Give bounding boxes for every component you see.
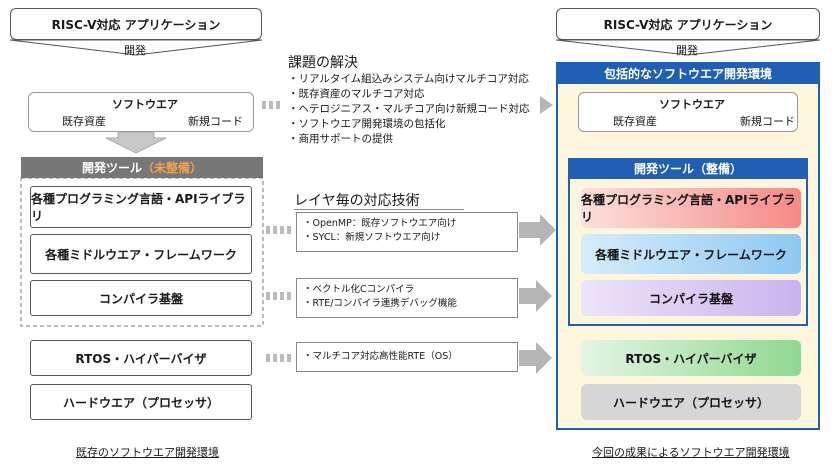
right-layer-lang: 各種プログラミング言語・APIライブラリ [581,188,801,228]
right-layer-middleware: 各種ミドルウエア・フレームワーク [581,234,801,274]
left-tools-header-status: （未整備） [142,161,203,175]
solutions-arrow [262,96,553,114]
left-layer-lang-label: 各種プログラミング言語・APIライブラリ [31,192,246,223]
left-layer-compiler: コンパイラ基盤 [30,280,252,316]
solution-item: ・ヘテロジニアス・マルチコア向け新規コード対応 [288,103,530,115]
right-env-header: 包括的なソフトウエア開発環境 [556,62,820,84]
layer-arrow-2 [266,280,552,312]
layer-tech-title: レイヤ毎の対応技術 [294,193,420,209]
right-app-title: RISC-V対応 アプリケーション [603,17,773,32]
left-dev-triangle [9,39,263,56]
callout-line: ・マルチコア対応高性能RTE（OS） [303,351,458,362]
right-rtos: RTOS・ハイパーバイザ [581,340,801,376]
left-new-code: 新規コード [188,115,243,128]
solution-item: ・リアルタイム組込みシステム向けマルチコア対応 [288,73,529,85]
right-tools-header-label: 開発ツール（整備） [633,162,742,176]
right-env-title: 包括的なソフトウエア開発環境 [603,66,772,81]
right-tools-header: 開発ツール（整備） [568,158,808,179]
left-software-title: ソフトウエア [112,98,178,111]
left-app-box: RISC-V対応 アプリケーション [10,8,262,40]
right-layer-compiler: コンパイラ基盤 [581,280,801,316]
layer-arrow-3 [266,342,552,374]
left-tools-frame [20,177,264,327]
left-dev-label: 開発 [124,44,146,57]
right-app-box: RISC-V対応 アプリケーション [556,8,820,40]
right-dev-triangle [555,39,821,56]
left-caption: 既存のソフトウエア開発環境 [76,446,219,459]
left-layer-middleware: 各種ミドルウエア・フレームワーク [30,234,252,274]
callout-line: ・SYCL：新規ソフトウエア向け [303,232,441,243]
solutions-title: 課題の解決 [288,55,358,71]
solutions-list: ・リアルタイム組込みシステム向けマルチコア対応 ・既存資産のマルチコア対応 ・ヘ… [288,72,530,147]
callout-compiler: ・ベクトル化Cコンパイラ ・RTE/コンパイラ連携デバッグ機能 [296,278,518,318]
left-layer-lang: 各種プログラミング言語・APIライブラリ [30,186,252,228]
callout-line: ・ベクトル化Cコンパイラ [303,284,415,295]
right-layer-middleware-label: 各種ミドルウエア・フレームワーク [595,247,787,262]
layer-arrow-1 [266,214,556,246]
right-layer-lang-label: 各種プログラミング言語・APIライブラリ [581,193,796,224]
left-tools-header: 開発ツール （未整備） [21,157,263,178]
right-new-code: 新規コード [740,115,795,128]
right-hardware: ハードウエア（プロセッサ） [581,384,801,420]
left-rtos-label: RTOS・ハイパーバイザ [75,351,207,366]
left-software-box: ソフトウエア 既存資産 新規コード [28,92,254,132]
right-software-box: ソフトウエア 既存資産 新規コード [578,92,798,132]
left-rtos: RTOS・ハイパーバイザ [30,340,252,376]
right-software-title: ソフトウエア [659,98,725,111]
callout-line: ・OpenMP：既存ソフトウエア向け [303,218,457,229]
solution-item: ・ソフトウエア開発環境の包括化 [288,118,446,130]
callout-line: ・RTE/コンパイラ連携デバッグ機能 [303,298,457,309]
left-layer-compiler-label: コンパイラ基盤 [98,291,183,306]
left-layer-middleware-label: 各種ミドルウエア・フレームワーク [45,247,237,262]
right-layer-compiler-label: コンパイラ基盤 [648,291,733,306]
right-caption: 今回の成果によるソフトウエア開発環境 [592,446,790,459]
right-hardware-label: ハードウエア（プロセッサ） [612,395,769,410]
solution-item: ・商用サポートの提供 [288,133,393,145]
callout-rtos: ・マルチコア対応高性能RTE（OS） [296,342,518,372]
solution-item: ・既存資産のマルチコア対応 [288,88,425,100]
left-app-title: RISC-V対応 アプリケーション [51,17,221,32]
layer-tech-underline [294,209,464,210]
right-rtos-label: RTOS・ハイパーバイザ [625,351,757,366]
left-down-arrow [105,131,167,154]
left-hardware: ハードウエア（プロセッサ） [30,384,252,420]
left-tools-header-label: 開発ツール [81,161,142,175]
callout-lang: ・OpenMP：既存ソフトウエア向け ・SYCL：新規ソフトウエア向け [296,212,518,252]
left-existing-assets: 既存資産 [62,115,106,128]
right-dev-label: 開発 [676,44,698,57]
right-existing-assets: 既存資産 [613,115,657,128]
left-hardware-label: ハードウエア（プロセッサ） [62,395,219,410]
